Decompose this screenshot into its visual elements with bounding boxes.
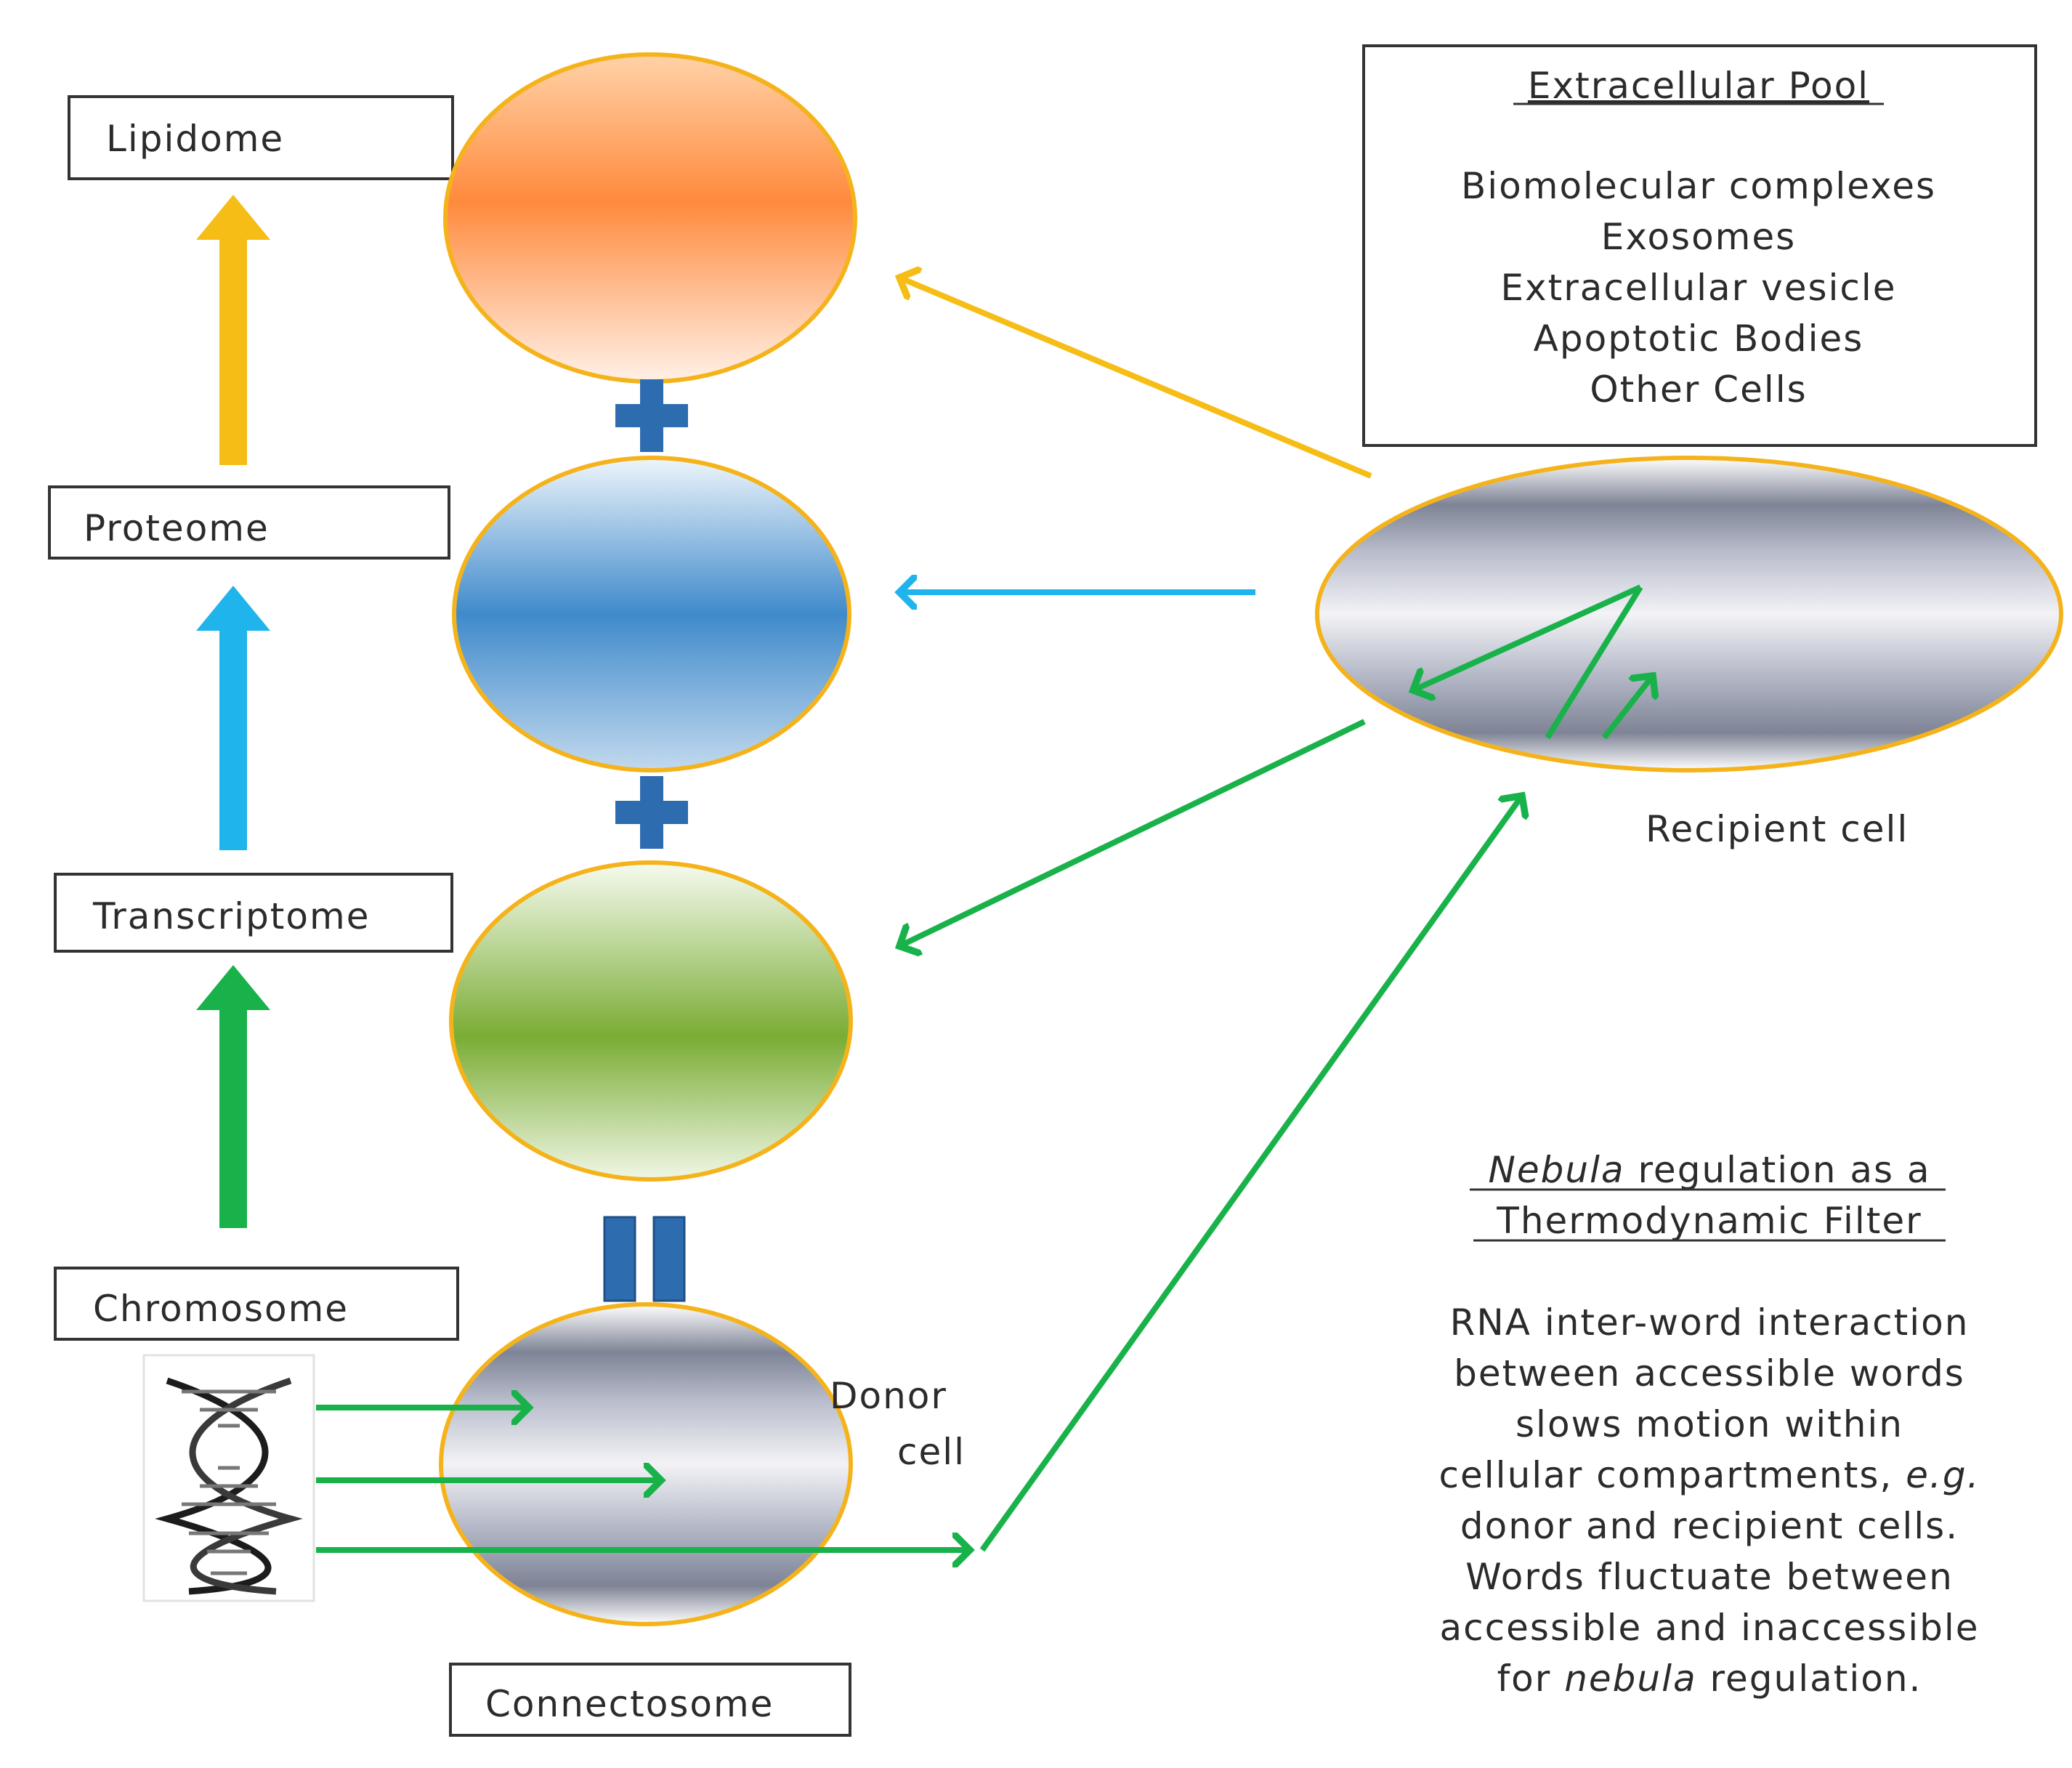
arrow-recipient-to-lipidome	[899, 278, 1372, 479]
arrow-inside-recipient-1	[1413, 584, 1642, 690]
arrow-inside-recipient-3	[1601, 676, 1653, 740]
arrow-inside-recipient-2	[1545, 585, 1643, 740]
plus-icon	[615, 776, 688, 849]
svg-text:Lipidome: Lipidome	[106, 118, 284, 160]
pool-item: Exosomes	[1601, 216, 1796, 258]
transcriptome-cell	[449, 860, 853, 1182]
extracellular-pool-box: Extracellular Pool Biomolecular complexe…	[1362, 44, 2037, 447]
pool-item: Extracellular vesicle	[1500, 267, 1896, 309]
extracellular-pool-title: Extracellular Pool	[1528, 65, 1869, 107]
equals-icon	[603, 1216, 686, 1302]
nebula-note-line: cellular compartments, e.g.	[1439, 1454, 1980, 1496]
dna-helix-icon	[142, 1354, 315, 1602]
lipidome-cell	[443, 52, 857, 384]
label-transcriptome: Transcriptome	[54, 873, 453, 953]
svg-text:Donor: Donor	[830, 1375, 947, 1417]
nebula-note-line: Words fluctuate between	[1465, 1556, 1954, 1598]
arrow-connector-to-recipient	[979, 796, 1522, 1552]
pool-item: Other Cells	[1590, 368, 1807, 411]
nebula-note-line: donor and recipient cells.	[1460, 1505, 1959, 1547]
svg-text:Connectosome: Connectosome	[485, 1683, 774, 1725]
plus-icon	[615, 379, 688, 452]
arrow-proteome-to-lipidome	[196, 195, 270, 465]
donor-cell	[439, 1302, 853, 1626]
recipient-cell-label: Recipient cell	[1646, 808, 1909, 850]
arrow-recipient-to-transcriptome	[899, 719, 1366, 946]
nebula-note-line: RNA inter-word interaction	[1450, 1301, 1970, 1344]
nebula-note-line: accessible and inaccessible	[1440, 1607, 1980, 1649]
nebula-note-line: for nebula regulation.	[1497, 1658, 1922, 1700]
pool-item: Apoptotic Bodies	[1534, 318, 1864, 360]
pool-item: Biomolecular complexes	[1461, 165, 1936, 207]
label-chromosome: Chromosome	[54, 1267, 459, 1341]
arrow-chromosome-to-transcriptome	[196, 965, 270, 1228]
nebula-note: Nebula regulation as a Thermodynamic Fil…	[1439, 1149, 1980, 1700]
svg-text:Proteome: Proteome	[84, 507, 270, 549]
nebula-note-title: Nebula regulation as a	[1488, 1149, 1930, 1191]
donor-cell-label: Donor cell	[830, 1375, 966, 1473]
label-connectosome: Connectosome	[449, 1663, 851, 1737]
svg-text:Transcriptome: Transcriptome	[92, 895, 370, 937]
arrow-transcriptome-to-proteome	[196, 586, 270, 850]
proteome-cell	[452, 456, 851, 772]
label-lipidome: Lipidome	[68, 95, 454, 180]
nebula-note-line: between accessible words	[1454, 1352, 1965, 1394]
label-proteome: Proteome	[48, 485, 450, 560]
nebula-note-line: slows motion within	[1515, 1403, 1903, 1445]
svg-text:Chromosome: Chromosome	[93, 1288, 349, 1330]
nebula-note-subtitle: Thermodynamic Filter	[1496, 1200, 1922, 1242]
svg-text:cell: cell	[897, 1431, 966, 1473]
recipient-cell	[1315, 456, 2063, 772]
